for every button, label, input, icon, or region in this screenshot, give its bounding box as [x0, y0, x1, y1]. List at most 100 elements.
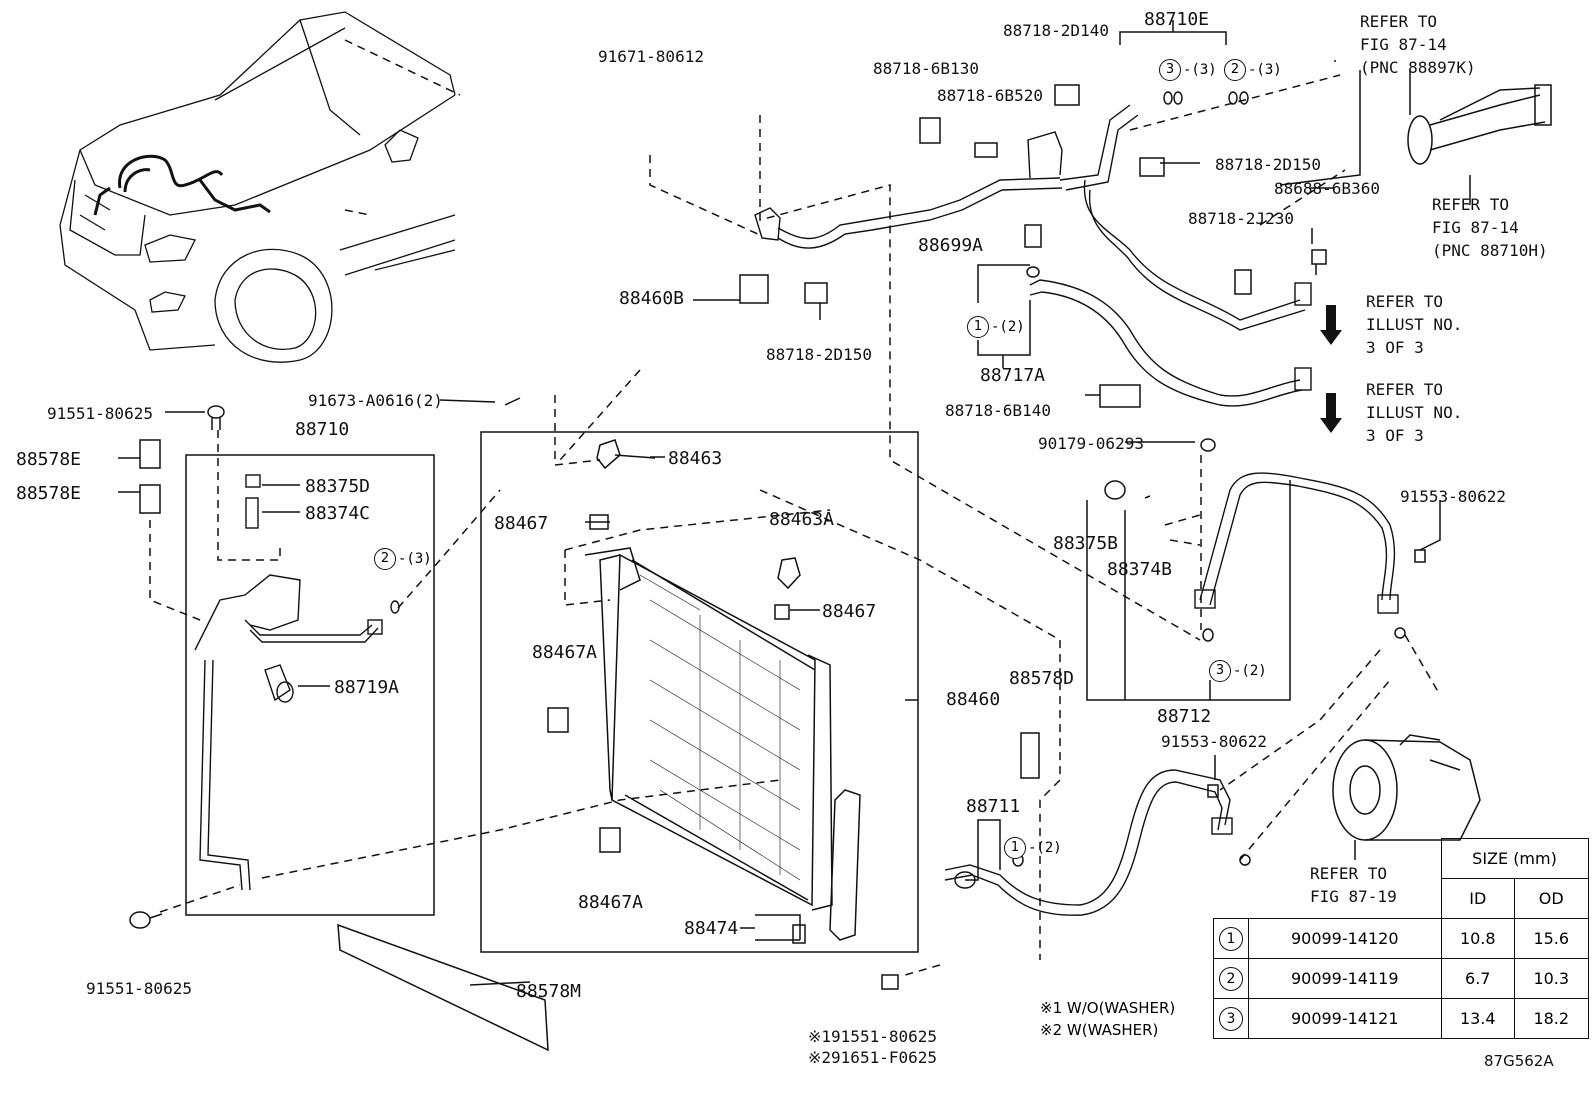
part-label: 88467A — [578, 892, 644, 913]
part-label: 88467 — [822, 601, 877, 622]
clip-88467A-bottom — [599, 827, 621, 853]
part-label: 88718-6B140 — [945, 401, 1051, 420]
assembly-box-88460 — [480, 431, 919, 953]
expansion-valve — [1407, 84, 1552, 165]
refer-note: REFER TO FIG 87-14 (PNC 88710H) — [1432, 195, 1548, 260]
quantity-label: -(2) — [991, 319, 1025, 335]
part-label: ※191551-80625 — [808, 1027, 937, 1046]
part-label: 91553-80622 — [1161, 732, 1267, 751]
compressor — [1332, 734, 1481, 841]
row-part: 90099-14119 — [1248, 958, 1442, 999]
row-id: 6.7 — [1440, 958, 1515, 999]
row-od: 15.6 — [1514, 918, 1589, 959]
part-label: 88711 — [966, 796, 1021, 817]
part-label: 88718-2J230 — [1188, 209, 1294, 228]
refer-note: REFER TO ILLUST NO. 3 OF 3 — [1366, 380, 1463, 445]
row-number: 3 — [1219, 1006, 1243, 1031]
part-label: 88718-2D150 — [1215, 155, 1321, 174]
bolt-91551-top — [207, 405, 225, 430]
oring-ref-circle: 3 — [1209, 660, 1231, 682]
oring-ref-circle: 2 — [374, 548, 396, 570]
size-id-header: ID — [1440, 878, 1515, 919]
part-label: 88460B — [619, 288, 685, 309]
refer-arrows — [1320, 305, 1342, 433]
part-label: 88710 — [295, 419, 350, 440]
part-label: 88375D — [305, 476, 371, 497]
figure-id: 87G562A — [1484, 1052, 1554, 1070]
part-label: 88467A — [532, 642, 598, 663]
part-label: 88374C — [305, 503, 371, 524]
part-label: 91551-80625 — [86, 979, 192, 998]
size-od-header: OD — [1514, 878, 1589, 919]
quantity-label: -(2) — [1028, 840, 1062, 856]
table-row: 2 90099-14119 6.7 10.3 — [1213, 958, 1589, 999]
part-label: 88718-2D140 — [1003, 21, 1109, 40]
clamps — [739, 84, 1426, 990]
oring-ref-circle: 1 — [967, 316, 989, 338]
pipe-88712 — [1194, 472, 1399, 614]
part-label: 91671-80612 — [598, 47, 704, 66]
strip-88578D — [1020, 732, 1040, 779]
clip-88578E — [139, 439, 161, 514]
row-part: 90099-14121 — [1248, 998, 1442, 1039]
o-ring-size-table: SIZE (mm) ID OD 1 90099-14120 10.8 15.6 … — [1213, 838, 1589, 1039]
part-label: 88375B — [1053, 533, 1119, 554]
refer-note: REFER TO ILLUST NO. 3 OF 3 — [1366, 292, 1463, 357]
row-id: 10.8 — [1440, 918, 1515, 959]
part-label: 88578E — [16, 449, 82, 470]
part-label: 88467 — [494, 513, 549, 534]
part-label: 88578D — [1009, 668, 1075, 689]
condenser-fins — [639, 574, 801, 881]
part-label: 91673-A0616(2) — [308, 391, 443, 410]
part-label: 88712 — [1157, 706, 1212, 727]
part-label: 88718-2D150 — [766, 345, 872, 364]
bracket-88463 — [596, 439, 656, 470]
part-label: 88718-6B130 — [873, 59, 979, 78]
bolt-91551-bottom — [129, 911, 163, 929]
pipe-88710 — [194, 474, 400, 891]
part-label: 88374B — [1107, 559, 1173, 580]
row-part: 90099-14120 — [1248, 918, 1442, 959]
part-label: 88463A — [769, 509, 835, 530]
part-label: 90179-06293 — [1038, 434, 1144, 453]
size-header: SIZE (mm) — [1440, 838, 1589, 879]
part-label: 88719A — [334, 677, 400, 698]
quantity-label: -(3) — [1248, 62, 1282, 78]
row-number: 1 — [1219, 926, 1243, 951]
part-label: 88699A — [918, 235, 984, 256]
row-number: 2 — [1219, 966, 1243, 991]
part-label: 88710E — [1144, 9, 1210, 30]
quantity-label: -(2) — [1233, 663, 1267, 679]
row-od: 18.2 — [1514, 998, 1589, 1039]
part-label: 88474 — [684, 918, 739, 939]
assembly-box-88710 — [185, 454, 435, 916]
part-label: 88718-6B520 — [937, 86, 1043, 105]
part-label: 88717A — [980, 365, 1046, 386]
suction-hose — [1029, 279, 1312, 407]
washer-note: ※1 W/O(WASHER) — [1040, 999, 1176, 1017]
plug-88474 — [792, 924, 806, 944]
part-label: 88460 — [946, 689, 1001, 710]
condenser-core — [584, 547, 861, 941]
quantity-label: -(3) — [1183, 62, 1217, 78]
bracket-88463A — [777, 557, 801, 590]
clip-88467A-top — [547, 707, 569, 733]
oring-ref-circle: 2 — [1224, 59, 1246, 81]
row-od: 10.3 — [1514, 958, 1589, 999]
part-label: 91551-80625 — [47, 404, 153, 423]
vehicle-illustration — [59, 11, 456, 363]
table-row: 3 90099-14121 13.4 18.2 — [1213, 998, 1589, 1039]
hose-88711 — [944, 769, 1233, 916]
table-row: 1 90099-14120 10.8 15.6 — [1213, 918, 1589, 959]
part-label: 88688-6B360 — [1274, 179, 1380, 198]
refer-note: REFER TO FIG 87-14 (PNC 88897K) — [1360, 12, 1476, 77]
discharge-hose — [754, 104, 1306, 331]
row-id: 13.4 — [1440, 998, 1515, 1039]
quantity-label: -(3) — [398, 551, 432, 567]
oring-ref-circle: 3 — [1159, 59, 1181, 81]
part-label: ※291651-F0625 — [808, 1048, 937, 1067]
refer-note: REFER TO FIG 87-19 — [1310, 864, 1397, 906]
part-label: 88463 — [668, 448, 723, 469]
oring-ref-circle: 1 — [1004, 837, 1026, 859]
